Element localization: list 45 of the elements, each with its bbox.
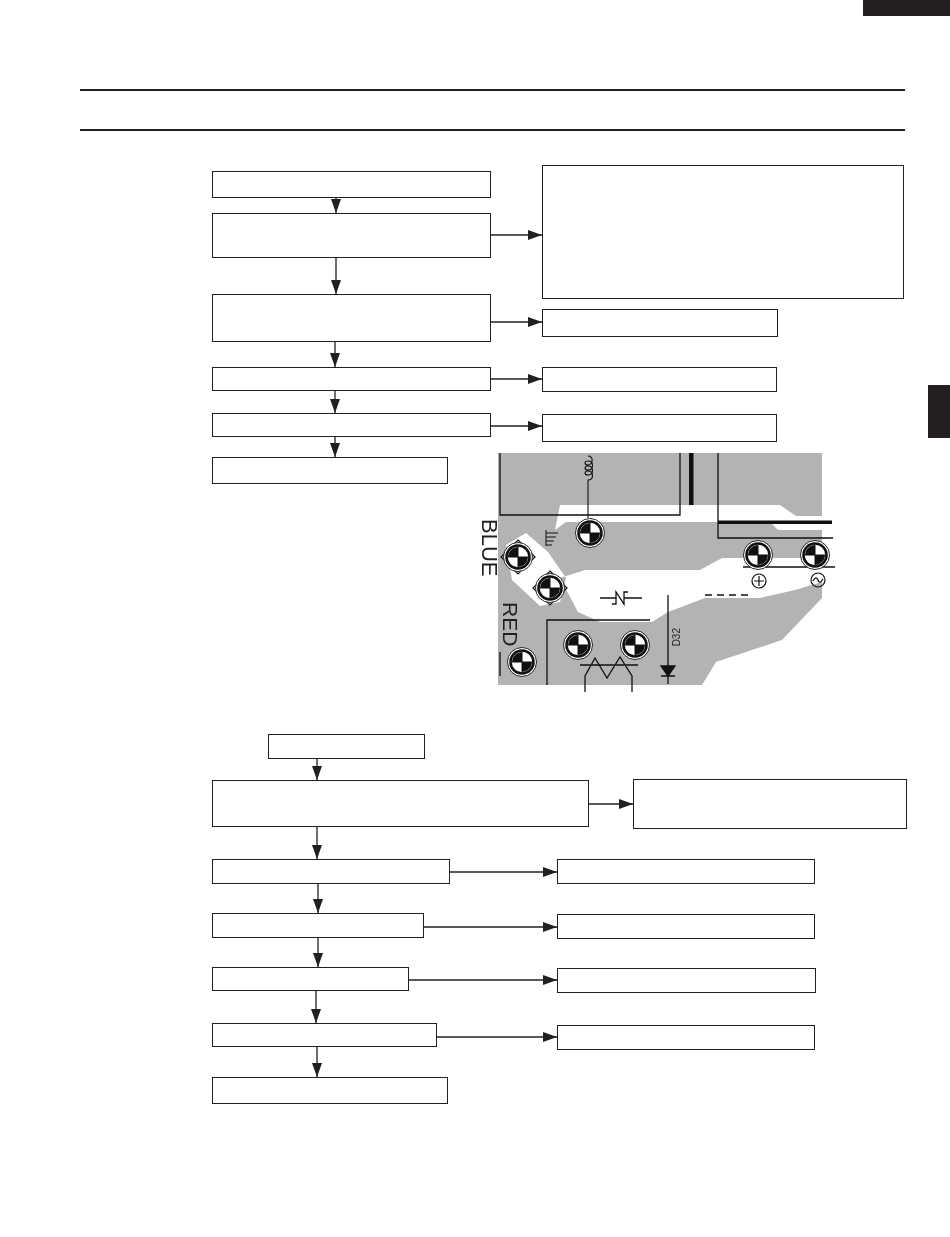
process-box — [212, 457, 448, 484]
flow-arrow — [330, 341, 340, 368]
process-box — [212, 967, 409, 991]
process-box — [212, 213, 491, 258]
process-box — [212, 1077, 448, 1104]
process-box — [557, 859, 815, 884]
process-box — [212, 859, 450, 884]
flow-arrow — [313, 937, 323, 968]
wire-color-label: BLUE — [478, 519, 500, 577]
process-box — [542, 414, 777, 442]
flow-arrow — [436, 1032, 558, 1042]
flow-arrow — [449, 867, 558, 877]
flow-arrow — [313, 883, 323, 914]
process-box — [212, 913, 424, 938]
wire-color-label: RED — [500, 602, 521, 647]
flow-arrow — [490, 374, 543, 384]
flow-arrow — [490, 421, 543, 431]
process-box — [633, 779, 907, 829]
flow-arrow — [423, 922, 558, 932]
process-box — [212, 780, 589, 827]
process-box — [268, 734, 425, 759]
flow-arrow — [311, 990, 321, 1024]
flow-arrow — [490, 317, 543, 327]
process-box — [557, 968, 816, 993]
process-box — [542, 165, 904, 299]
process-box — [557, 1025, 815, 1050]
flow-arrow — [312, 826, 322, 860]
process-box — [542, 367, 777, 392]
process-box — [212, 1023, 437, 1047]
flow-arrow — [331, 197, 341, 214]
flow-arrow — [330, 436, 340, 458]
process-box — [212, 367, 491, 391]
flow-arrow — [331, 257, 341, 295]
flow-arrow — [490, 230, 543, 240]
flow-arrow — [312, 758, 322, 781]
process-box — [212, 294, 491, 342]
flow-arrow — [330, 390, 340, 414]
process-box — [542, 309, 778, 337]
flow-arrow — [588, 799, 634, 809]
flow-arrow — [312, 1046, 322, 1078]
process-box — [212, 171, 491, 198]
process-box — [557, 914, 815, 939]
component-label: D32 — [672, 628, 682, 647]
process-box — [212, 413, 491, 437]
flow-arrow — [408, 975, 558, 985]
